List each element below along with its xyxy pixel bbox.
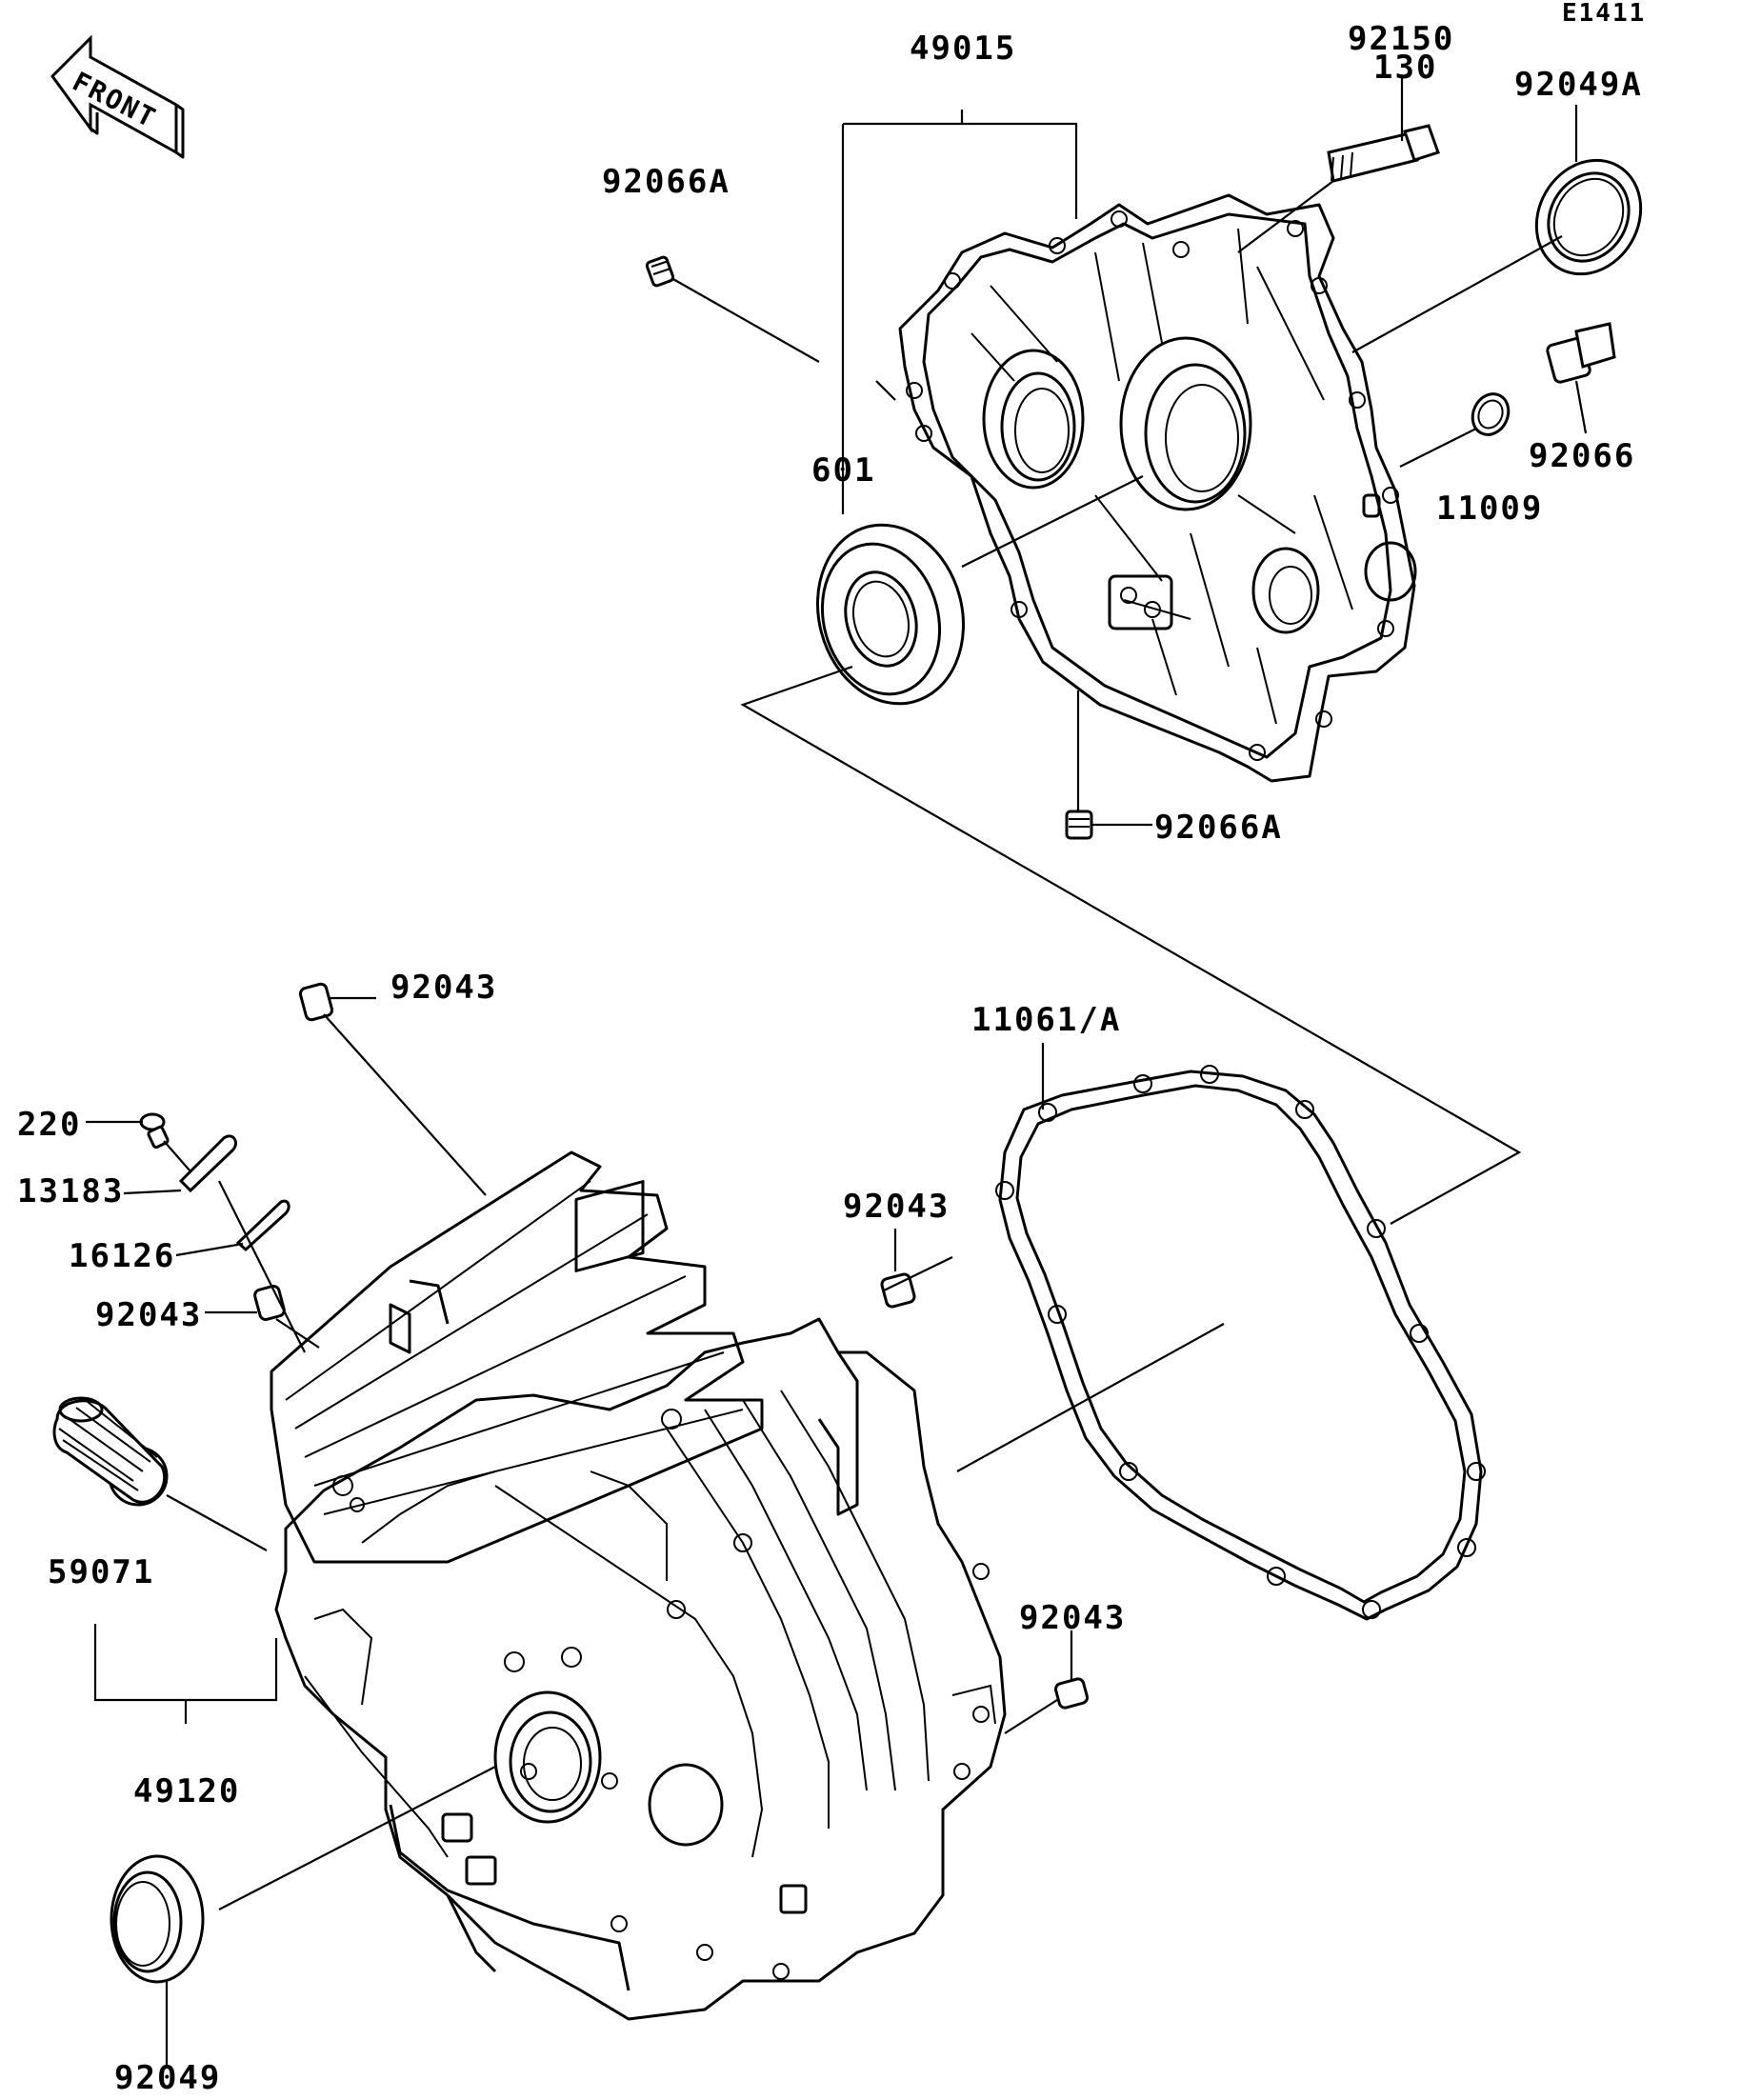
label-11009: 11009: [1436, 490, 1543, 528]
ball-bearing-601: [815, 523, 966, 706]
bolt-92150: [1327, 124, 1440, 183]
label-11061A: 11061/A: [971, 1001, 1121, 1039]
label-92066: 92066: [1529, 437, 1635, 475]
label-92043-a: 92043: [390, 969, 497, 1007]
leader-lines-lower: [86, 996, 1073, 2067]
label-13183: 13183: [17, 1172, 124, 1210]
breather-59071: [52, 1396, 169, 1507]
label-92049A: 92049A: [1514, 66, 1643, 104]
plate-13183: [178, 1134, 237, 1193]
label-92043-b: 92043: [95, 1296, 202, 1334]
label-49015: 49015: [910, 30, 1016, 68]
label-601: 601: [811, 451, 875, 490]
part-labels: 49015 92150 130 92049A 92066A 92066 1100…: [17, 20, 1643, 2097]
washer-11009: [1471, 392, 1511, 436]
label-92043-d: 92043: [1019, 1599, 1126, 1637]
pin-92066A-top: [645, 255, 675, 288]
label-92043-c: 92043: [843, 1188, 950, 1226]
plug-92066: [1546, 322, 1616, 384]
dowel-92043-a: [298, 982, 334, 1022]
label-92150: 92150: [1348, 20, 1454, 58]
reed-16126: [235, 1199, 290, 1252]
label-92150-130: 130: [1373, 49, 1437, 87]
diagram-code: E1411: [1562, 0, 1646, 28]
gasket-11061A: [956, 1043, 1486, 1621]
crankcase-body: [270, 1150, 1007, 2021]
front-arrow-icon: FRONT: [50, 34, 185, 159]
dowel-92043-d: [1053, 1677, 1090, 1710]
label-92066A-bottom: 92066A: [1154, 809, 1283, 847]
dowel-92043-c: [880, 1272, 916, 1309]
label-92066A-top: 92066A: [602, 163, 730, 201]
leader-lines-top: [670, 76, 1588, 1225]
label-59071: 59071: [48, 1553, 154, 1591]
label-92049: 92049: [114, 2059, 221, 2097]
label-16126: 16126: [69, 1237, 175, 1275]
label-49120: 49120: [133, 1772, 240, 1810]
crankcase-cover: [898, 193, 1417, 783]
pin-92066A-bottom: [1065, 810, 1093, 840]
oil-seal-92049A: [1534, 158, 1643, 276]
label-220: 220: [17, 1106, 81, 1144]
oil-seal-92049: [110, 1854, 205, 1984]
